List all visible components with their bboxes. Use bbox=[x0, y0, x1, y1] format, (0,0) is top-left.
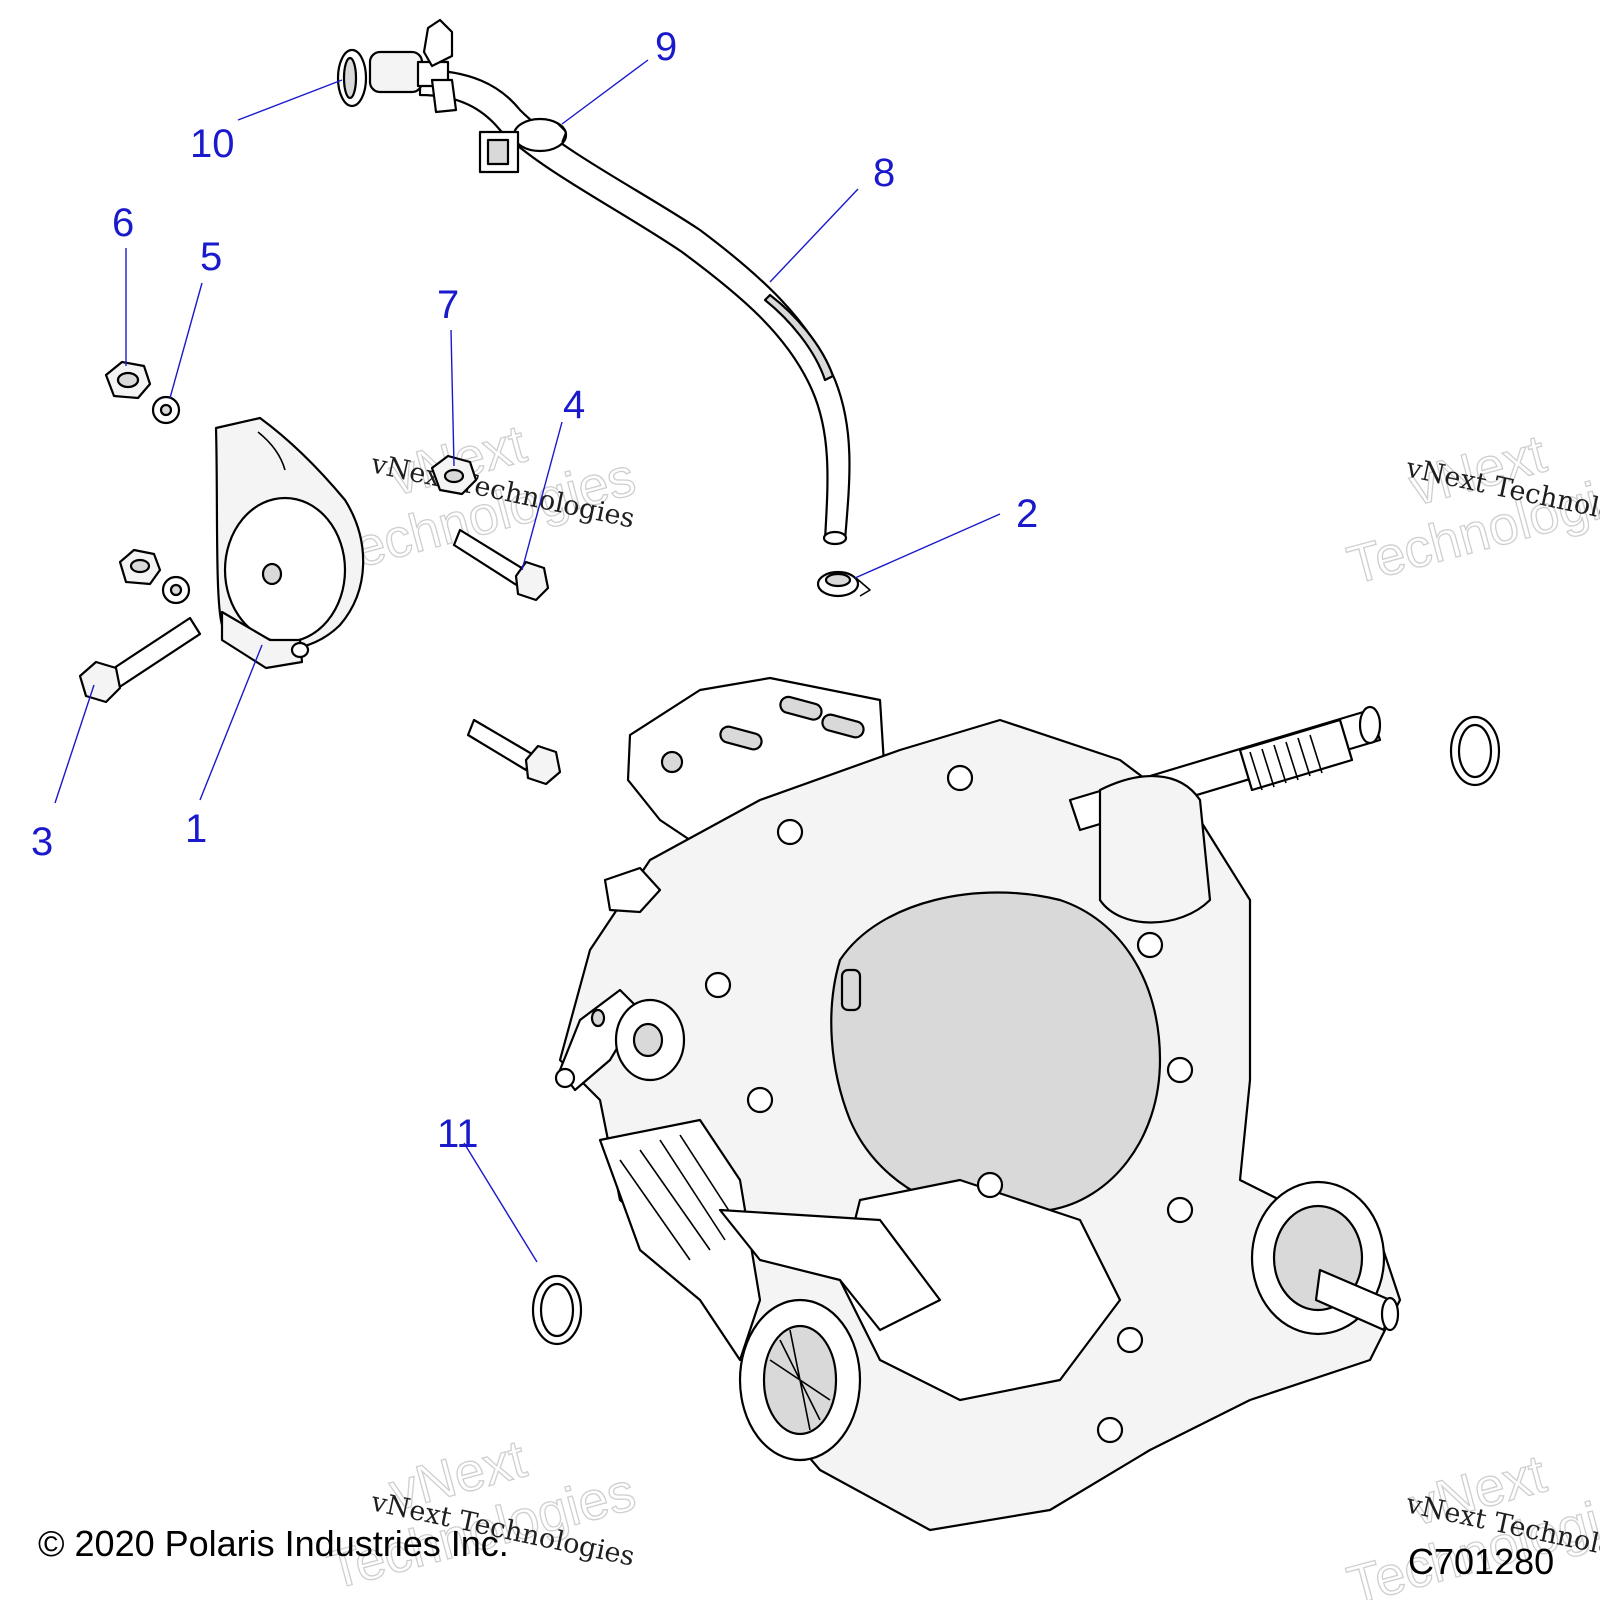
hose-clamp bbox=[478, 117, 568, 174]
flange-nut bbox=[104, 360, 152, 400]
speed-sensor-housing bbox=[214, 416, 365, 670]
o-ring-inner bbox=[1457, 723, 1493, 779]
hex-bolt bbox=[452, 528, 550, 602]
callout-2: 2 bbox=[1016, 492, 1038, 536]
callout-10: 10 bbox=[190, 122, 235, 166]
flange-nut-2 bbox=[118, 548, 162, 586]
watermark-bottom-center: vNext Technologies bbox=[321, 1428, 642, 1600]
mounting-bolt bbox=[466, 718, 562, 786]
figure-code: C701280 bbox=[1408, 1541, 1554, 1582]
small-hose-clamp bbox=[816, 570, 871, 598]
hose-fitting bbox=[336, 18, 458, 114]
callout-4: 4 bbox=[563, 383, 585, 427]
callout-6: 6 bbox=[112, 201, 134, 245]
transmission-assembly bbox=[554, 676, 1402, 1532]
copyright-notice: © 2020 Polaris Industries Inc. bbox=[38, 1523, 509, 1564]
callout-7: 7 bbox=[437, 283, 459, 327]
flange-bolt bbox=[78, 616, 202, 704]
callout-1: 1 bbox=[185, 807, 207, 851]
leader-lines bbox=[54, 59, 1001, 1263]
callout-11: 11 bbox=[437, 1112, 479, 1156]
callout-3: 3 bbox=[31, 820, 53, 864]
lock-washer bbox=[151, 395, 181, 425]
hex-nut bbox=[430, 454, 478, 496]
lock-washer-2 bbox=[161, 575, 191, 605]
breather-hose bbox=[418, 68, 851, 546]
callout-labels: 1 2 3 4 5 6 7 8 9 10 11 bbox=[31, 25, 1038, 1156]
o-ring-11-inner bbox=[539, 1282, 575, 1338]
callout-9: 9 bbox=[655, 25, 677, 69]
callout-5: 5 bbox=[200, 235, 222, 279]
callout-8: 8 bbox=[873, 151, 895, 195]
